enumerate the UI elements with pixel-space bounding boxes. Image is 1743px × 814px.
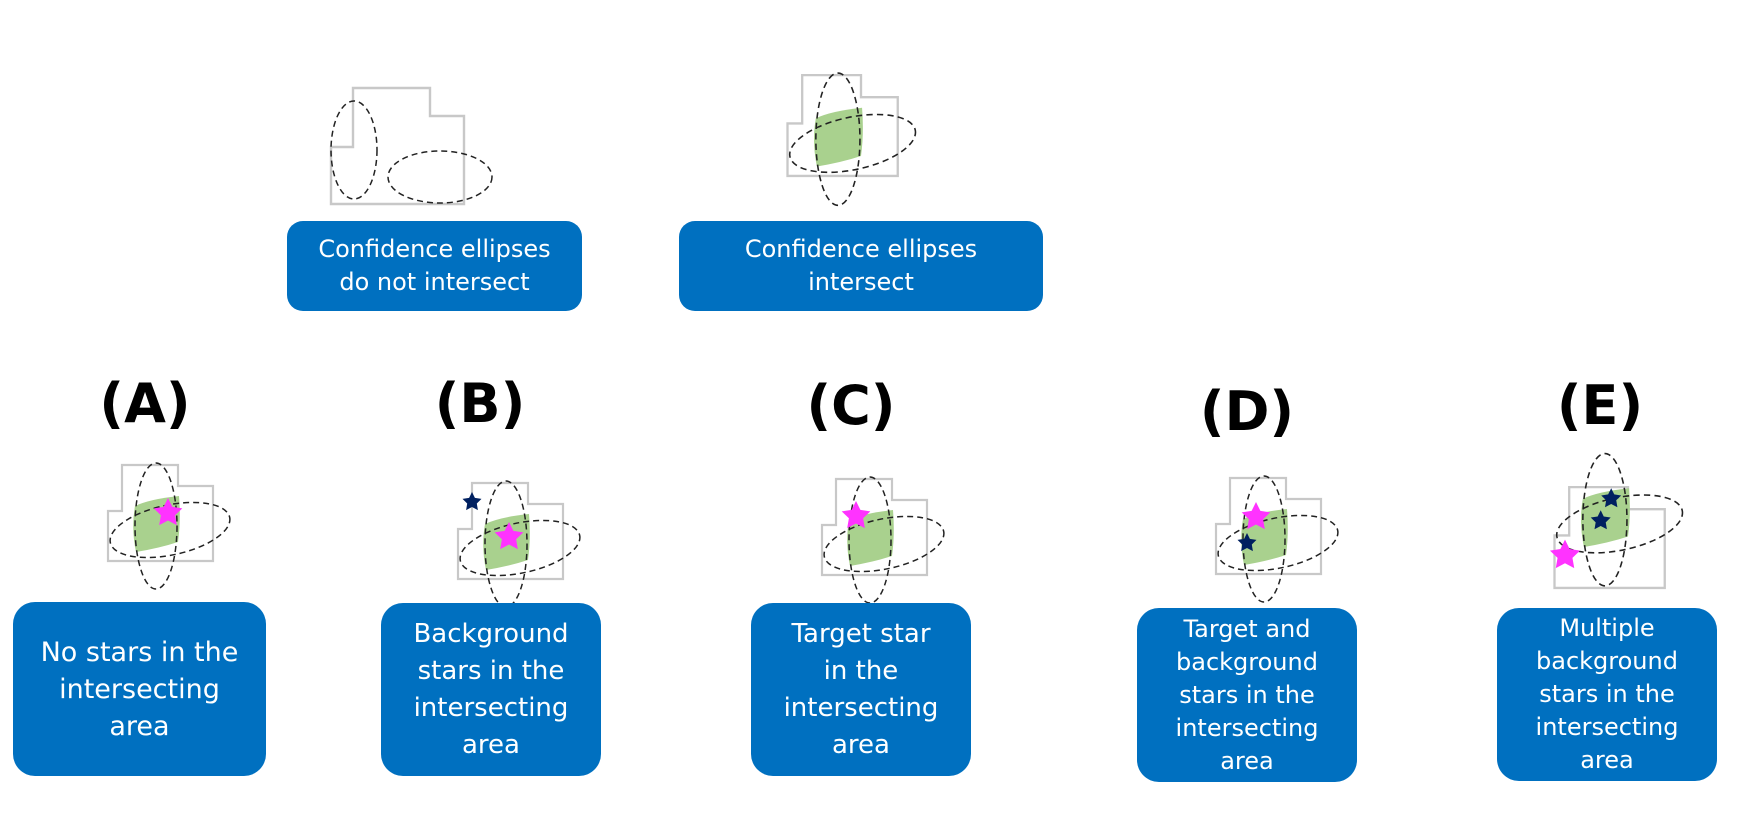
background-star bbox=[1601, 488, 1622, 508]
case-text-a: No stars in the intersecting area bbox=[40, 636, 239, 742]
panel-c bbox=[819, 477, 949, 603]
case-box-c: Target star in the intersecting area bbox=[751, 603, 971, 776]
background-star bbox=[462, 492, 482, 511]
target-star bbox=[1241, 502, 1271, 530]
box-intersect-text: Confidence ellipses intersect bbox=[744, 235, 978, 296]
background-star bbox=[1590, 510, 1611, 530]
case-label-e: (E) bbox=[1556, 374, 1644, 437]
box-intersect: Confidence ellipses intersect bbox=[679, 221, 1043, 311]
case-label-c: (C) bbox=[806, 374, 896, 437]
case-box-d: Target and background stars in the inter… bbox=[1137, 608, 1357, 782]
box-no-intersect-text: Confidence ellipses do not intersect bbox=[318, 235, 551, 296]
case-text-d: Target and background stars in the inter… bbox=[1175, 614, 1319, 775]
case-text-c: Target star in the intersecting area bbox=[783, 618, 939, 760]
case-label-a: (A) bbox=[99, 372, 191, 435]
background-star bbox=[1237, 533, 1257, 552]
target-star bbox=[494, 522, 524, 550]
target-star bbox=[153, 498, 183, 526]
case-text-b: Background stars in the intersecting are… bbox=[413, 618, 569, 760]
box-no-intersect: Confidence ellipses do not intersect bbox=[287, 221, 582, 311]
panel-no-intersect bbox=[329, 86, 493, 206]
panel-intersect bbox=[783, 72, 922, 207]
target-star bbox=[841, 501, 871, 529]
panel-a bbox=[105, 463, 235, 589]
case-label-d: (D) bbox=[1199, 380, 1295, 443]
case-text-e: Multiple background stars in the interse… bbox=[1535, 614, 1679, 774]
case-label-b: (B) bbox=[434, 372, 526, 435]
target-star bbox=[1549, 539, 1581, 569]
panel-b bbox=[455, 481, 585, 607]
case-box-e: Multiple background stars in the interse… bbox=[1497, 608, 1717, 781]
panel-d bbox=[1213, 476, 1343, 602]
case-box-a: No stars in the intersecting area bbox=[13, 602, 266, 776]
case-box-b: Background stars in the intersecting are… bbox=[381, 603, 601, 776]
panel-e bbox=[1549, 452, 1689, 590]
